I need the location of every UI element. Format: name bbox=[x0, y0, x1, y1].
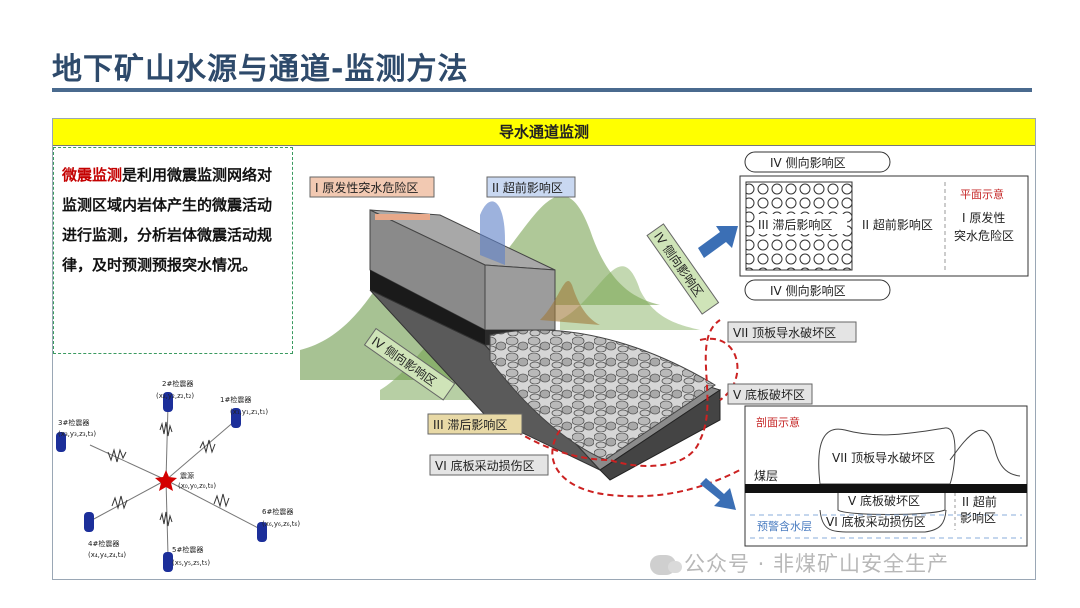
sensor-3-name: 3#检震器 bbox=[58, 418, 89, 427]
sensor-1-coords: (x₁,y₁,z₁,t₁) bbox=[230, 408, 268, 416]
microseismic-sensor-diagram: 震源 (x₀,y₀,z₀,t₀) 1#检震器 (x₁,y₁,z₁,t₁) 2#检… bbox=[56, 379, 300, 572]
zone-vi-label: VI 底板采动损伤区 bbox=[435, 458, 535, 473]
arrow-to-section-icon bbox=[700, 478, 736, 510]
zone-iii-label: III 滞后影响区 bbox=[433, 417, 507, 432]
zone-ii-label: II 超前影响区 bbox=[492, 180, 563, 195]
watermark-text: 公众号 · 非煤矿山安全生产 bbox=[684, 552, 949, 576]
source-label: 震源 bbox=[180, 471, 194, 480]
sensor-5-name: 5#检震器 bbox=[172, 545, 203, 554]
sensor-2-name: 2#检震器 bbox=[162, 379, 193, 388]
section-roof-label: VII 顶板导水破坏区 bbox=[832, 450, 935, 465]
section-tag: 剖面示意 bbox=[756, 415, 800, 429]
zone-iv-label-right: IV 侧向影响区 bbox=[651, 229, 707, 300]
sensor-1-name: 1#检震器 bbox=[220, 395, 251, 404]
zone-i-label: I 原发性突水危险区 bbox=[315, 180, 418, 195]
section-view-diagram: 剖面示意 VII 顶板导水破坏区 煤层 V 底板破坏区 VI 底板采动损伤区 预… bbox=[745, 406, 1027, 546]
wechat-icon bbox=[650, 555, 676, 575]
plan-bottom-label: IV 侧向影响区 bbox=[770, 283, 846, 298]
source-coords: (x₀,y₀,z₀,t₀) bbox=[178, 482, 216, 490]
sensor-icon bbox=[84, 512, 94, 532]
sensor-4-coords: (x₄,y₄,z₄,t₄) bbox=[88, 551, 126, 559]
sensor-3-coords: (x₃,y₃,z₃,t₃) bbox=[58, 430, 96, 438]
plan-primary-label-2: 突水危险区 bbox=[954, 228, 1014, 243]
plan-top-label: IV 侧向影响区 bbox=[770, 155, 846, 170]
sensor-5-coords: (x₅,y₅,z₅,t₅) bbox=[172, 559, 210, 567]
plan-primary-label-1: I 原发性 bbox=[962, 210, 1005, 225]
sensor-4-name: 4#检震器 bbox=[88, 539, 119, 548]
plan-advance-label: II 超前影响区 bbox=[862, 217, 933, 232]
sensor-6-name: 6#检震器 bbox=[262, 507, 293, 516]
zone-vii-label: VII 顶板导水破坏区 bbox=[733, 325, 836, 340]
section-coal-label: 煤层 bbox=[754, 469, 778, 483]
section-damage-label: VI 底板采动损伤区 bbox=[826, 514, 926, 529]
plan-view-diagram: IV 侧向影响区 III 滞后影响区 II 超前影响区 平面示意 I 原发性 突… bbox=[740, 152, 1028, 300]
plan-tag: 平面示意 bbox=[960, 187, 1004, 201]
zone-v-label: V 底板破坏区 bbox=[733, 387, 805, 402]
watermark: 公众号 · 非煤矿山安全生产 bbox=[650, 548, 949, 578]
section-advance-label-1: II 超前 bbox=[962, 494, 997, 509]
section-floor-label: V 底板破坏区 bbox=[848, 493, 920, 508]
sensor-2-coords: (x₂,y₂,z₂,t₂) bbox=[156, 392, 194, 400]
sensor-6-coords: (x₆,y₆,z₆,t₆) bbox=[262, 520, 300, 528]
arrow-to-plan-icon bbox=[698, 226, 738, 258]
section-aquifer-label: 预警含水层 bbox=[757, 519, 812, 533]
plan-lagging-label: III 滞后影响区 bbox=[758, 217, 832, 232]
section-advance-label-2: 影响区 bbox=[960, 510, 996, 525]
